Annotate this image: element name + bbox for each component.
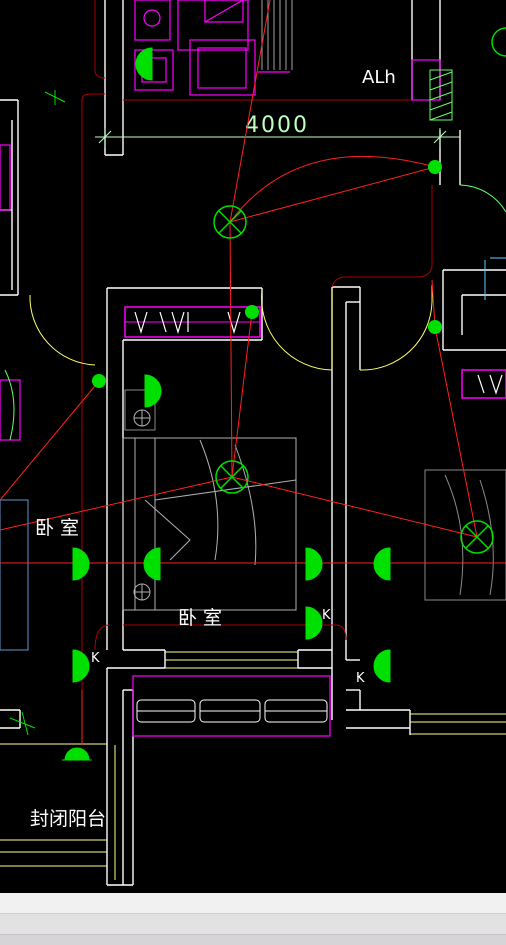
dimension-text: 4000	[245, 113, 309, 138]
room-label-balcony: 封闭阳台	[30, 808, 106, 830]
planters	[132, 675, 331, 737]
cad-drawing-canvas[interactable]: 4000 ALh	[0, 0, 506, 893]
socket-icon	[305, 547, 323, 581]
switch-k-label: K	[356, 671, 365, 686]
socket-icon	[72, 547, 90, 581]
panel-label: ALh	[362, 67, 396, 88]
socket-icon	[135, 47, 153, 81]
door-arcs	[29, 285, 433, 371]
status-strip-bottom	[0, 935, 506, 945]
socket-icon	[144, 374, 162, 408]
room-outlines	[81, 0, 433, 690]
bed-center	[122, 437, 297, 611]
ceiling-light-icon	[460, 520, 494, 554]
green-arc	[459, 184, 506, 213]
top-furniture	[134, 0, 441, 101]
socket-icon	[64, 747, 90, 761]
dimension-line	[95, 128, 460, 148]
right-furniture	[461, 257, 506, 399]
ceiling-light-icon	[215, 460, 249, 494]
socket-lines	[9, 90, 391, 761]
ceiling-light-icon	[213, 205, 247, 239]
status-strip-top	[0, 893, 506, 914]
switch-k-label: K	[91, 651, 100, 666]
wardrobe-hatching	[261, 0, 293, 70]
socket-icon	[305, 606, 323, 640]
outlets-circles	[133, 409, 151, 601]
socket-icon	[373, 649, 391, 683]
switch-k-label: K	[322, 608, 331, 623]
left-furniture	[0, 144, 29, 651]
status-strip-middle	[0, 914, 506, 935]
socket-icon	[72, 649, 90, 683]
wardrobe-center	[124, 306, 261, 338]
ceiling-lights	[213, 27, 506, 554]
distribution-panel	[429, 69, 453, 121]
room-label-bedroom-left: 卧 室	[35, 517, 79, 539]
junction-dots	[92, 160, 442, 388]
socket-icon	[143, 547, 161, 581]
status-bar	[0, 893, 506, 945]
wall-sockets	[64, 47, 391, 761]
socket-icon	[373, 547, 391, 581]
room-label-bedroom-center: 卧 室	[178, 607, 222, 629]
floor-plan: 4000 ALh	[0, 0, 506, 886]
